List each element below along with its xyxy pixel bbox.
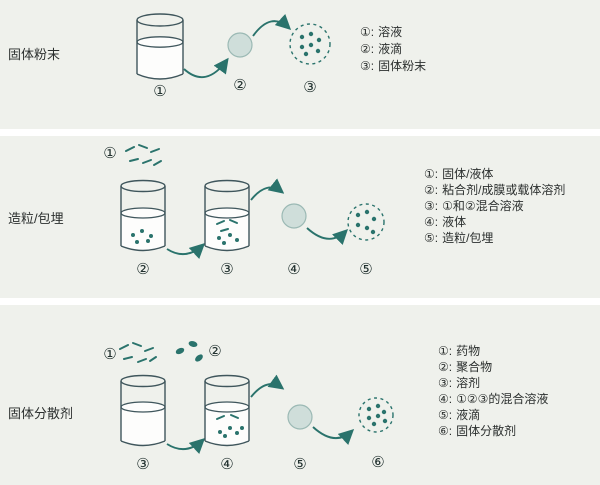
section-solid-powder: 固体粉末 ① ② ③ ①:溶液 ②:液滴 ③:固体粉末 — [0, 0, 600, 129]
section-label: 造粒/包埋 — [8, 211, 64, 226]
step-number-6: ⑥ — [371, 454, 385, 471]
step-number-4: ④ — [220, 456, 234, 473]
solid-particles-icon — [125, 144, 162, 166]
legend-item: ⑥:固体分散剂 — [438, 424, 517, 438]
beaker-mixture-icon — [204, 374, 250, 447]
section-label: 固体分散剂 — [8, 406, 74, 421]
beaker-mixture-icon — [204, 179, 250, 252]
arrow-icon — [312, 426, 355, 445]
arrow-icon — [250, 374, 285, 398]
section-granulation: 造粒/包埋 ① ② ③ ④ ⑤ ①:固体/液体 ②:粘合剂/成膜或载体溶剂 ③:… — [0, 136, 600, 298]
step-number-2: ② — [233, 77, 247, 94]
powder-particles-icon — [289, 23, 331, 65]
step-number-1: ① — [103, 346, 117, 363]
liquid-level — [204, 401, 250, 413]
legend-item: ⑤:液滴 — [438, 408, 481, 422]
liquid-level — [120, 401, 166, 413]
droplet-icon — [287, 404, 313, 430]
legend: ①:溶液 ②:液滴 ③:固体粉末 — [360, 24, 426, 75]
legend: ①:药物 ②:聚合物 ③:溶剂 ④:①②③的混合溶液 ⑤:液滴 ⑥:固体分散剂 — [438, 343, 548, 439]
step-number-2: ② — [208, 343, 222, 360]
legend-item: ①:药物 — [438, 344, 481, 358]
step-number-1: ① — [103, 145, 117, 162]
legend-item: ②:聚合物 — [438, 360, 493, 374]
step-number-2: ② — [136, 261, 150, 278]
legend-item: ①:固体/液体 — [424, 167, 494, 181]
arrow-icon — [252, 13, 292, 37]
legend: ①:固体/液体 ②:粘合剂/成膜或载体溶剂 ③:①和②混合溶液 ④:液体 ⑤:造… — [424, 166, 565, 246]
arrow-icon — [306, 227, 349, 246]
droplet-icon — [227, 32, 253, 58]
arrow-icon — [166, 243, 206, 259]
step-number-3: ③ — [303, 79, 317, 96]
legend-item: ④:①②③的混合溶液 — [438, 392, 549, 406]
legend-item: ③:①和②混合溶液 — [424, 199, 524, 213]
droplet-icon — [281, 203, 307, 229]
arrow-icon — [166, 438, 206, 454]
liquid-level — [204, 207, 250, 219]
step-number-5: ⑤ — [293, 456, 307, 473]
beaker-icon — [120, 179, 166, 252]
section-label: 固体粉末 — [8, 47, 61, 62]
liquid-level — [120, 207, 166, 219]
granule-particles-icon — [347, 203, 385, 241]
drug-particles-icon — [119, 342, 157, 363]
solid-powder-diagram — [136, 13, 331, 80]
beaker-icon — [120, 374, 166, 447]
polymer-particles-icon — [175, 341, 203, 362]
step-number-1: ① — [153, 83, 167, 100]
arrow-icon — [250, 178, 285, 201]
legend-item: ③:溶剂 — [438, 376, 481, 390]
step-number-3: ③ — [220, 261, 234, 278]
legend-item: ①:溶液 — [360, 25, 403, 39]
granulation-diagram — [120, 144, 385, 259]
dispersion-particles-icon — [358, 397, 394, 433]
solid-dispersion-diagram — [119, 341, 394, 454]
section-solid-dispersion: 固体分散剂 ① ② ③ ④ ⑤ ⑥ ①:药物 ②:聚合物 ③:溶剂 ④:①②③的… — [0, 305, 600, 485]
step-number-3: ③ — [136, 456, 150, 473]
legend-item: ②:粘合剂/成膜或载体溶剂 — [424, 183, 566, 197]
beaker-icon — [136, 13, 184, 80]
legend-item: ②:液滴 — [360, 42, 403, 56]
step-number-4: ④ — [287, 261, 301, 278]
legend-item: ⑤:造粒/包埋 — [424, 231, 494, 245]
legend-item: ④:液体 — [424, 215, 467, 229]
arrow-icon — [183, 57, 229, 79]
legend-item: ③:固体粉末 — [360, 59, 427, 73]
liquid-level — [136, 36, 184, 48]
step-number-5: ⑤ — [359, 261, 373, 278]
